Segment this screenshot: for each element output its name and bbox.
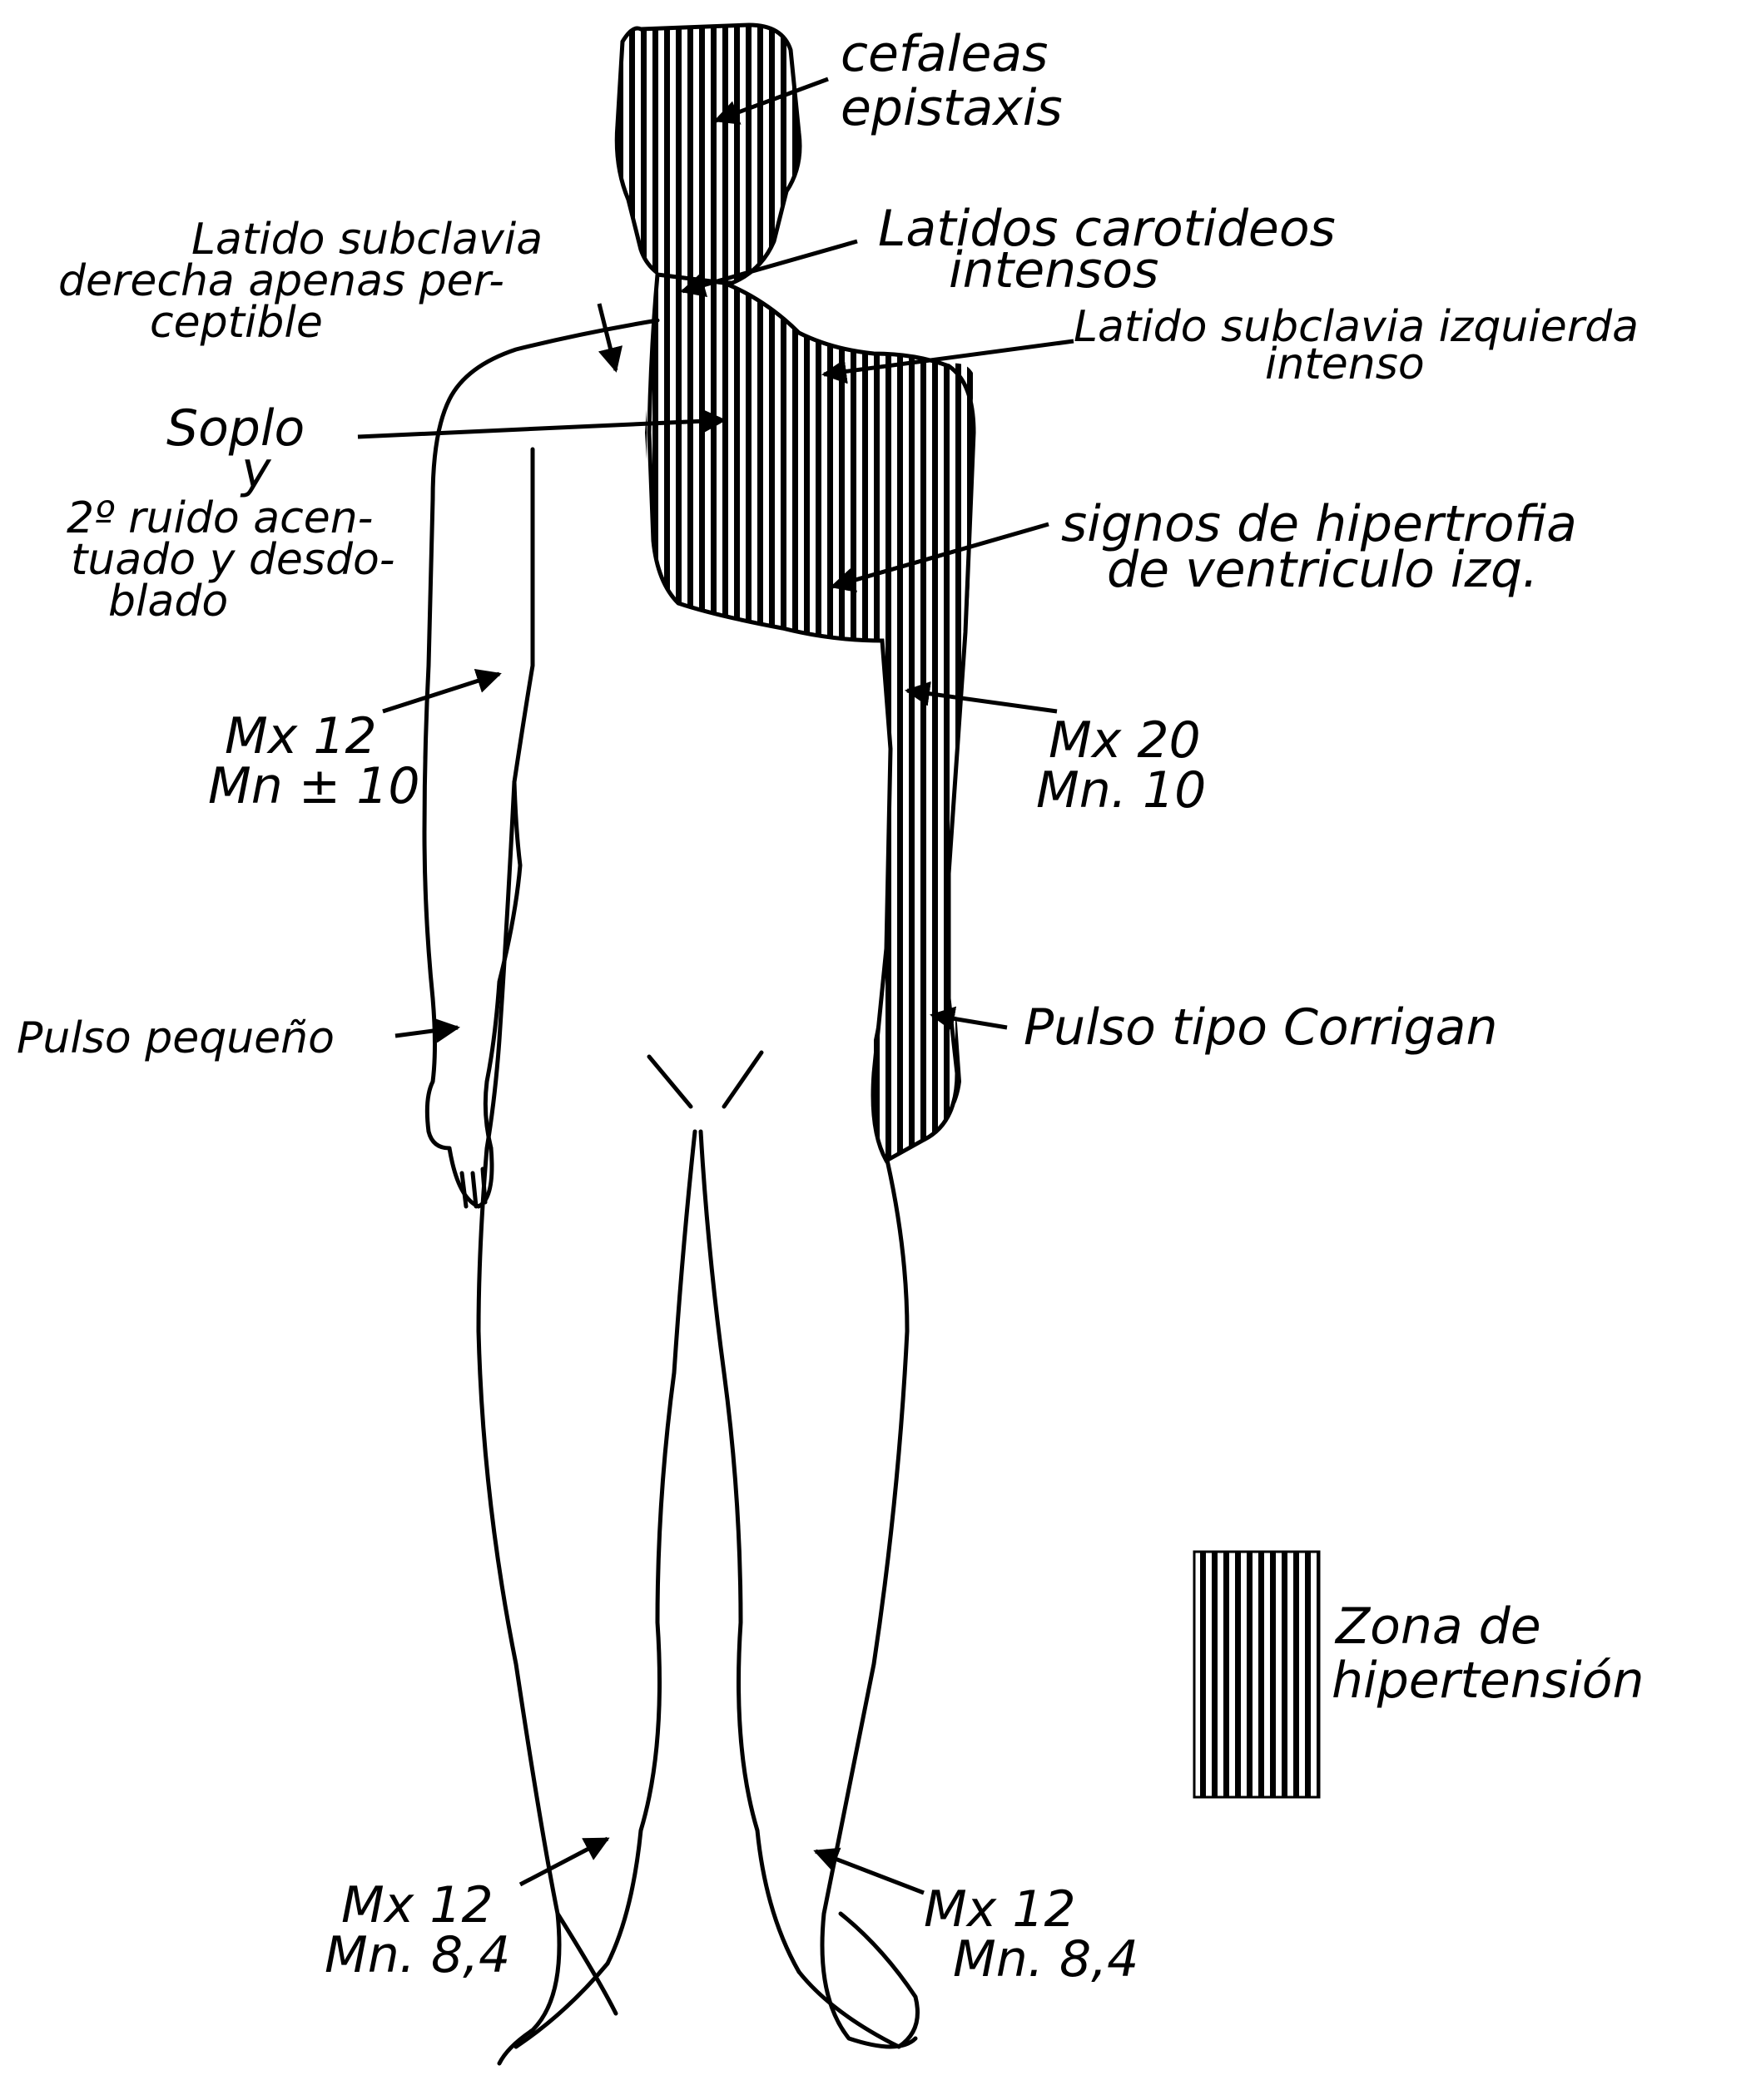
hypertension-zone	[617, 25, 974, 1161]
label-leg-left-mn: Mn. 8,4	[953, 1930, 1138, 1989]
label-cefaleas: cefaleas	[841, 25, 1048, 83]
legend-label: Zona de	[1334, 1597, 1541, 1656]
label-left-arm-mn: Mn. 10	[1036, 761, 1206, 820]
label-soplo-y: y	[240, 441, 272, 499]
label-right-arm-mn: Mn ± 10	[208, 757, 420, 815]
label-hipertrofia-2: de ventriculo izq.	[1107, 541, 1538, 599]
label-subclavia-izquierda-2: intenso	[1265, 339, 1425, 389]
label-pulso-corrigan: Pulso tipo Corrigan	[1024, 998, 1497, 1057]
label-soplo: Soplo	[166, 399, 305, 458]
legend-swatch	[1194, 1552, 1319, 1797]
label-leg-right-mn: Mn. 8,4	[325, 1926, 510, 1984]
label-latidos-carotideos-2: intensos	[949, 241, 1158, 300]
label-subclavia-derecha-3: ceptible	[150, 298, 323, 348]
labels: cefaleas epistaxis Latidos carotideos in…	[17, 25, 1644, 1989]
legend-label-2: hipertensión	[1332, 1652, 1644, 1710]
label-epistaxis: epistaxis	[841, 79, 1063, 137]
label-pulso-pequeno: Pulso pequeño	[17, 1013, 335, 1063]
label-soplo-blado: blado	[108, 577, 228, 627]
